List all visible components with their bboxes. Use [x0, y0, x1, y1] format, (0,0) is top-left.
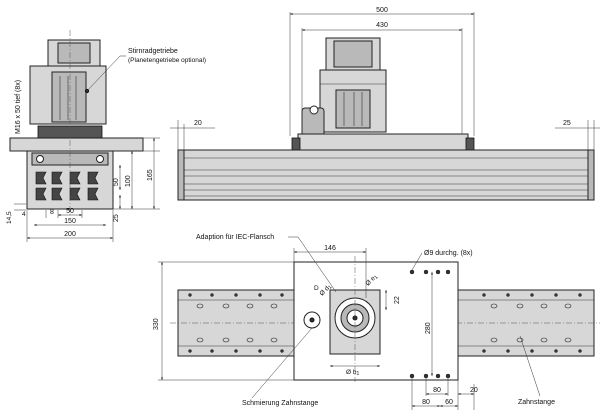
front-rail	[177, 149, 595, 201]
dim-top-280: 280	[425, 322, 432, 334]
lubrication-label: Schmierung Zahnstange	[242, 400, 318, 407]
b1-label: Ø b1	[346, 369, 359, 377]
dim-side-25: 25	[113, 214, 120, 222]
dim-side-50-bottom: 50	[66, 208, 74, 215]
dim-side-14-5: 14,5	[6, 211, 13, 224]
thread-label: M16 x 50 tief (8x)	[15, 80, 22, 134]
spur-gearbox-label: Stirnradgetriebe	[128, 48, 178, 55]
dim-side-100: 100	[125, 175, 132, 187]
top-view: 146 D Ø d1 Ø e1 Ø b1 22 280 330 80 20 80…	[153, 234, 600, 410]
front-carriage	[297, 133, 469, 151]
dim-top-80b: 80	[422, 399, 430, 406]
dim-side-165: 165	[147, 169, 154, 181]
dim-top-80a: 80	[433, 387, 441, 394]
dim-top-20: 20	[470, 387, 478, 394]
dim-side-4: 4	[22, 211, 26, 218]
dim-front-20: 20	[194, 120, 202, 127]
dim-side-8: 8	[50, 209, 54, 216]
dim-side-150: 150	[64, 218, 76, 225]
dim-front-25: 25	[563, 120, 571, 127]
dim-top-330: 330	[153, 318, 160, 330]
d-label: D	[314, 285, 319, 292]
front-view: 500 430 20 25	[170, 7, 600, 201]
rack-label: Zahnstange	[518, 399, 555, 406]
dim-top-60: 60	[445, 399, 453, 406]
dim-top-22: 22	[394, 296, 401, 304]
dim-top-146: 146	[324, 245, 336, 252]
bore-label: Ø9 durchg. (8x)	[424, 250, 473, 257]
dim-front-500: 500	[376, 7, 388, 14]
side-view: Stirnradgetriebe (Planetengetriebe optio…	[6, 30, 206, 242]
planetary-gearbox-label: (Planetengetriebe optional)	[128, 57, 206, 64]
rail-mounting-holes	[188, 293, 582, 353]
dim-front-430: 430	[376, 22, 388, 29]
carriage-plate	[9, 137, 144, 152]
dim-side-width: 200	[64, 231, 76, 238]
dim-side-50-right: 50	[113, 178, 120, 186]
adaption-label: Adaption für IEC-Flansch	[196, 234, 274, 241]
